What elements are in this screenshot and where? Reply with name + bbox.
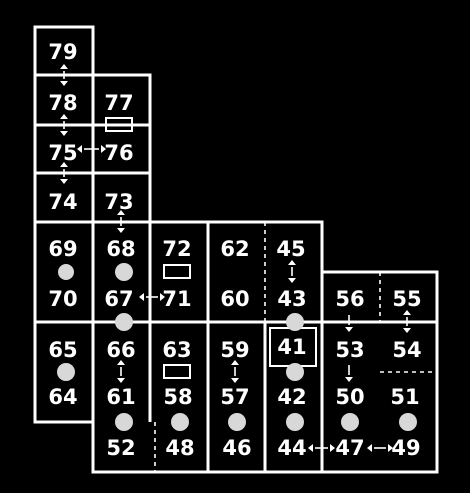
dot-marker — [399, 413, 417, 431]
door-marker-63 — [163, 364, 191, 379]
room-label-60: 60 — [220, 287, 249, 311]
room-label-58: 58 — [163, 385, 192, 409]
room-label-44: 44 — [277, 436, 306, 460]
room-label-48: 48 — [165, 436, 194, 460]
double-arrow-icon — [231, 360, 239, 383]
room-label-54: 54 — [392, 338, 421, 362]
double-arrow-icon — [60, 162, 68, 184]
dot-marker — [341, 413, 359, 431]
room-label-57: 57 — [220, 385, 249, 409]
room-label-52: 52 — [106, 436, 135, 460]
room-label-53: 53 — [335, 338, 364, 362]
dot-marker — [286, 313, 304, 331]
room-label-46: 46 — [222, 436, 251, 460]
double-arrow-icon — [60, 64, 68, 86]
room-label-71: 71 — [162, 287, 191, 311]
dot-marker — [286, 363, 304, 381]
room-label-61: 61 — [106, 385, 135, 409]
room-label-42: 42 — [277, 385, 306, 409]
room-label-74: 74 — [48, 190, 77, 214]
double-arrow-icon — [139, 293, 165, 301]
room-label-45: 45 — [276, 237, 305, 261]
dot-marker — [58, 264, 74, 280]
room-label-75: 75 — [48, 141, 77, 165]
arrows — [60, 64, 411, 452]
down-arrow-icon — [345, 365, 353, 382]
room-label-43: 43 — [277, 287, 306, 311]
double-arrow-icon — [308, 444, 335, 452]
dot-marker — [286, 413, 304, 431]
room-label-70: 70 — [48, 287, 77, 311]
room-label-55: 55 — [392, 287, 421, 311]
room-label-62: 62 — [220, 237, 249, 261]
room-labels: 79 78 77 75 76 74 73 69 68 72 62 45 70 67 71 60 43 56 55 65… — [48, 40, 421, 460]
double-arrow-icon — [117, 360, 125, 383]
room-label-56: 56 — [335, 287, 364, 311]
door-marker-72 — [163, 264, 191, 279]
room-label-65: 65 — [48, 338, 77, 362]
room-label-68: 68 — [106, 237, 135, 261]
dot-marker — [171, 413, 189, 431]
dot-marker — [57, 363, 75, 381]
double-arrow-icon — [288, 260, 296, 283]
dashed-walls — [92, 173, 437, 472]
room-label-79: 79 — [48, 40, 77, 64]
double-arrow-icon — [403, 310, 411, 333]
room-label-47: 47 — [335, 436, 364, 460]
door-marker-77 — [105, 117, 133, 132]
double-arrow-icon — [77, 145, 106, 153]
room-label-73: 73 — [104, 190, 133, 214]
down-arrow-icon — [345, 315, 353, 332]
room-label-78: 78 — [48, 91, 77, 115]
dot-marker — [228, 413, 246, 431]
room-label-67: 67 — [104, 287, 133, 311]
room-label-49: 49 — [391, 436, 420, 460]
room-label-51: 51 — [390, 385, 419, 409]
room-label-76: 76 — [104, 141, 133, 165]
room-label-66: 66 — [106, 338, 135, 362]
room-label-69: 69 — [48, 237, 77, 261]
room-label-77: 77 — [104, 91, 133, 115]
double-arrow-icon — [60, 114, 68, 136]
dot-marker — [115, 413, 133, 431]
dot-marker — [115, 263, 133, 281]
room-label-72: 72 — [162, 237, 191, 261]
room-label-64: 64 — [48, 385, 77, 409]
room-label-50: 50 — [335, 385, 364, 409]
room-label-63: 63 — [162, 338, 191, 362]
dot-marker — [115, 313, 133, 331]
room-label-41: 41 — [277, 335, 306, 359]
room-label-59: 59 — [220, 338, 249, 362]
double-arrow-icon — [117, 210, 125, 233]
circle-markers — [57, 263, 417, 431]
double-arrow-icon — [367, 444, 393, 452]
